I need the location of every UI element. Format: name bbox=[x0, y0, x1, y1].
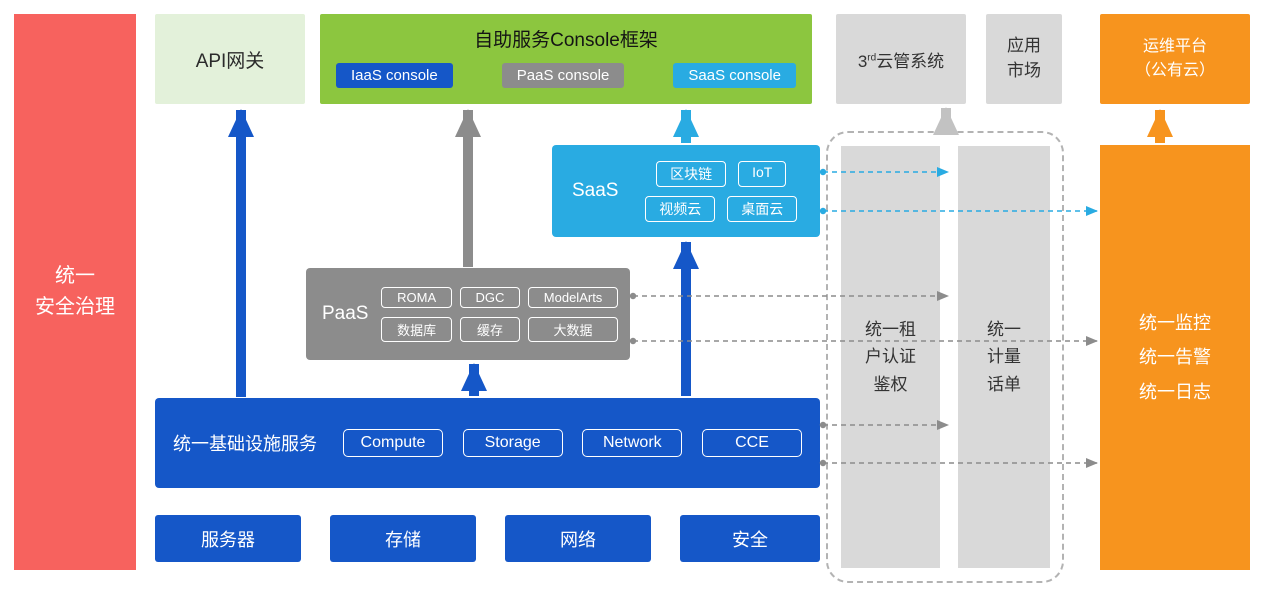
connector-dot bbox=[629, 337, 637, 345]
connector-dot bbox=[629, 292, 637, 300]
api-gateway-box: API网关 bbox=[155, 14, 305, 104]
security-box: 安全 bbox=[680, 515, 820, 562]
paas-chip-modelarts: ModelArts bbox=[528, 286, 618, 308]
paas-chip-bigdata: 大数据 bbox=[528, 316, 618, 342]
saas-chip-video-cloud: 视频云 bbox=[645, 195, 716, 222]
infrastructure-layer-box: 统一基础设施服务 Compute Storage Network CCE bbox=[155, 398, 820, 488]
third-party-cloud-mgmt-box: 3rd云管系统 bbox=[836, 14, 966, 104]
infra-chip-network: Network bbox=[582, 429, 683, 457]
saas-chip-rows: 区块链 IoT 视频云 桌面云 bbox=[634, 160, 808, 222]
saas-label: SaaS bbox=[572, 180, 619, 201]
app-market-box: 应用 市场 bbox=[986, 14, 1062, 104]
paas-chip-roma: ROMA bbox=[381, 286, 452, 308]
monitoring-alarm-log-bar: 统一监控 统一告警 统一日志 bbox=[1100, 145, 1250, 570]
third-party-suffix: 云管系统 bbox=[876, 51, 945, 71]
storage-box: 存储 bbox=[330, 515, 476, 562]
saas-console-button: SaaS console bbox=[673, 63, 796, 88]
infrastructure-label: 统一基础设施服务 bbox=[173, 434, 317, 454]
iaas-console-button: IaaS console bbox=[336, 63, 453, 88]
saas-chip-blockchain: 区块链 bbox=[656, 160, 727, 187]
metering-billing-bar: 统一 计量 话单 bbox=[958, 146, 1050, 568]
network-box: 网络 bbox=[505, 515, 651, 562]
console-framework-box: 自助服务Console框架 IaaS console PaaS console … bbox=[320, 14, 812, 104]
saas-layer-box: SaaS 区块链 IoT 视频云 桌面云 bbox=[552, 145, 820, 237]
third-party-superscript: rd bbox=[867, 51, 877, 63]
paas-console-button: PaaS console bbox=[501, 63, 625, 88]
infrastructure-chip-row: Compute Storage Network CCE bbox=[343, 429, 802, 457]
security-governance-bar: 统一 安全治理 bbox=[14, 14, 136, 570]
paas-chip-dgc: DGC bbox=[459, 286, 521, 308]
saas-chip-iot: IoT bbox=[738, 160, 787, 187]
infra-chip-compute: Compute bbox=[343, 429, 443, 457]
paas-layer-box: PaaS ROMA DGC ModelArts 数据库 缓存 大数据 bbox=[306, 268, 630, 360]
paas-label: PaaS bbox=[322, 303, 369, 324]
tenant-auth-bar: 统一租 户认证 鉴权 bbox=[841, 146, 940, 568]
third-party-prefix: 3 bbox=[857, 51, 868, 71]
saas-chip-desktop-cloud: 桌面云 bbox=[727, 195, 798, 222]
console-framework-title: 自助服务Console框架 bbox=[474, 30, 658, 51]
infra-chip-storage: Storage bbox=[462, 429, 563, 457]
infra-chip-cce: CCE bbox=[701, 429, 802, 457]
paas-chip-database: 数据库 bbox=[381, 316, 452, 342]
paas-chip-grid: ROMA DGC ModelArts 数据库 缓存 大数据 bbox=[381, 286, 618, 342]
server-box: 服务器 bbox=[155, 515, 301, 562]
paas-chip-cache: 缓存 bbox=[459, 316, 521, 342]
console-buttons-row: IaaS console PaaS console SaaS console bbox=[320, 63, 812, 88]
ops-platform-box: 运维平台 （公有云） bbox=[1100, 14, 1250, 104]
